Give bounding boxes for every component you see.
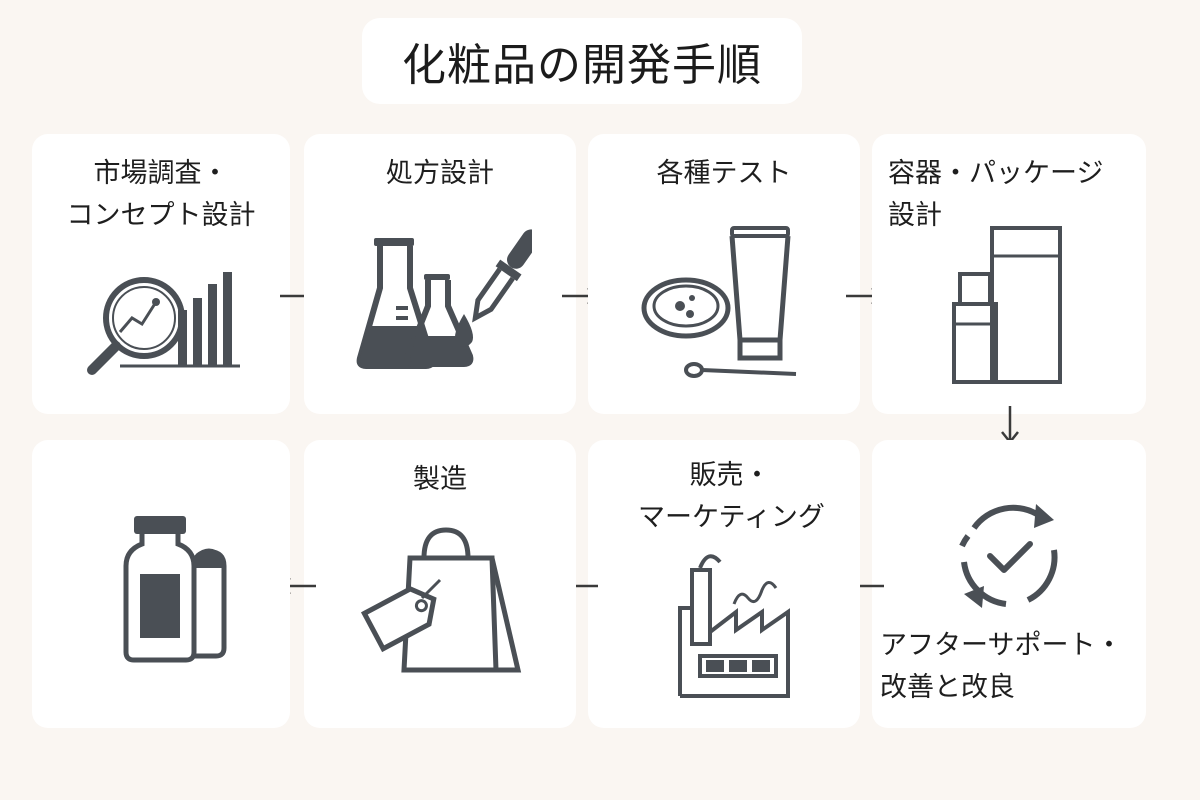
cycle-check-icon [950, 498, 1070, 614]
step-card-manufacturing [304, 440, 576, 728]
step-card-after-support [872, 440, 1146, 728]
step-label-manufacturing: 製造 [413, 464, 467, 495]
step-label-sales-line1: 販売・ [689, 460, 771, 491]
step-label-packaging-line1: 容器・パッケージ [888, 158, 1104, 189]
page-title: 化粧品の開発手順 [362, 18, 802, 104]
step-card-packaging [872, 134, 1146, 414]
shopping-bag-icon [352, 524, 522, 674]
factory-icon [672, 548, 802, 698]
step-label-formulation: 処方設計 [386, 158, 494, 189]
step-label-market-research-line1: 市場調査・ [93, 158, 229, 189]
step-label-after-support-line2: 改善と改良 [880, 672, 1015, 703]
step-label-packaging-line2: 設計 [888, 200, 942, 231]
step-card-tests [588, 134, 860, 414]
lab-flask-icon [352, 218, 532, 378]
step-label-tests: 各種テスト [656, 158, 792, 189]
step-label-after-support-line1: アフターサポート・ [880, 630, 1123, 661]
step-card-sales-marketing [588, 440, 860, 728]
containers-icon [946, 222, 1076, 386]
market-research-icon [80, 262, 250, 382]
product-bottle-icon [112, 512, 232, 664]
test-petri-dish-icon [636, 222, 806, 382]
step-label-market-research-line2: コンセプト設計 [66, 200, 256, 231]
step-label-sales-line2: マーケティング [638, 502, 825, 533]
